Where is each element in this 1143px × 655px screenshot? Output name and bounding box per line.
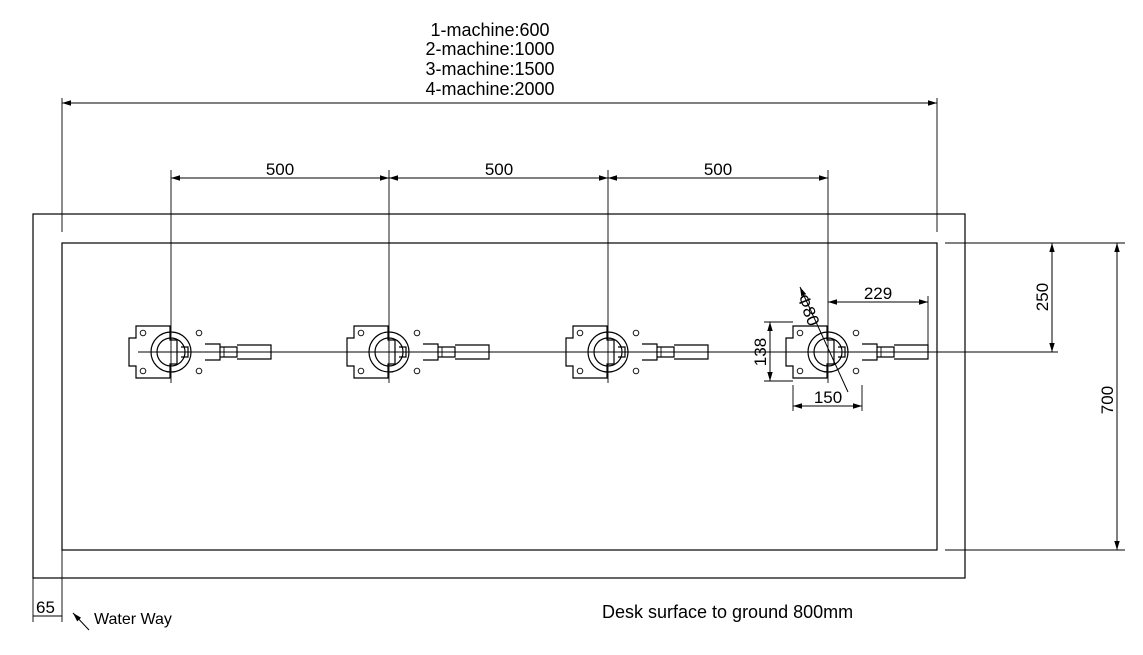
table-inner-outline	[61, 242, 938, 551]
flange-height-label: 138	[751, 338, 770, 366]
header-note: 3-machine:1500	[425, 59, 554, 79]
header-note: 1-machine:600	[430, 20, 549, 40]
outlet-length-label: 229	[864, 284, 892, 303]
spacing-dim-label: 500	[485, 160, 513, 179]
diameter-leader	[799, 286, 849, 393]
edge-dim-label: 65	[36, 598, 55, 617]
header-note: 2-machine:1000	[425, 39, 554, 59]
flange-width-label: 150	[814, 388, 842, 407]
table-depth-label: 700	[1098, 386, 1117, 414]
spacing-dim-label: 500	[266, 160, 294, 179]
diameter-label: Φ80	[793, 291, 823, 328]
water-way-label: Water Way	[94, 611, 172, 628]
desk-height-note: Desk surface to ground 800mm	[602, 602, 853, 622]
water-way-leader	[72, 612, 90, 631]
table-outer-outline	[32, 213, 966, 579]
spacing-dim-label: 500	[704, 160, 732, 179]
center-offset-label: 250	[1033, 283, 1052, 311]
header-note: 4-machine:2000	[425, 79, 554, 99]
